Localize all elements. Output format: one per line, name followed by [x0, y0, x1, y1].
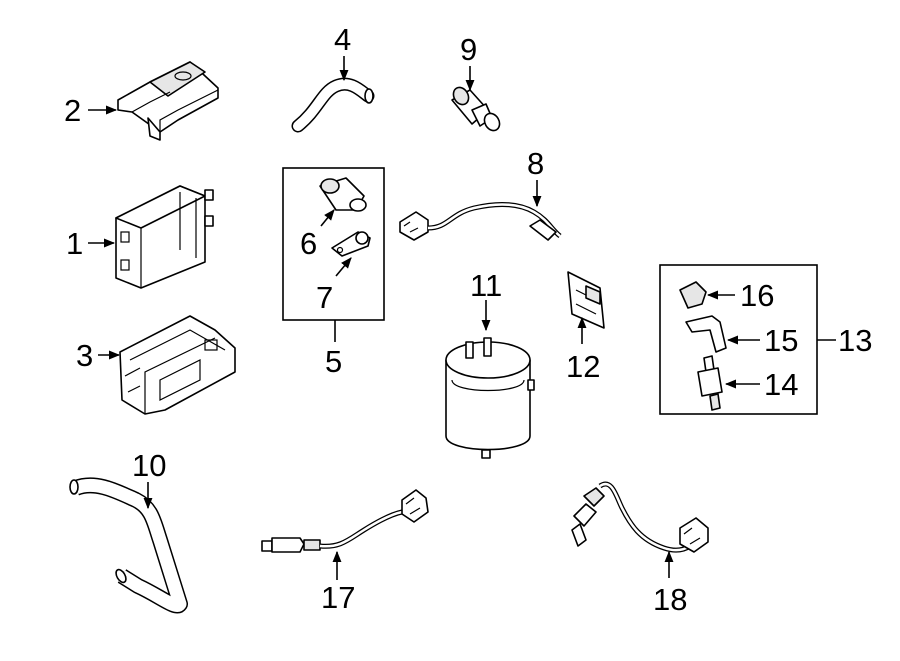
callout-7: 7 [316, 280, 333, 315]
part-12-bracket [567, 271, 605, 329]
part-3-tray [119, 315, 236, 415]
part-2-bracket [117, 61, 219, 141]
callout-16: 16 [740, 278, 774, 313]
callout-1: 1 [66, 226, 83, 261]
callout-15: 15 [764, 323, 798, 358]
callout-4: 4 [334, 22, 351, 57]
callout-11: 11 [470, 268, 502, 303]
part-16-cap [679, 281, 707, 309]
callout-10: 10 [132, 448, 166, 483]
part-15-clip [685, 315, 727, 353]
callout-14: 14 [764, 367, 798, 402]
callout-3: 3 [76, 338, 93, 373]
callout-18: 18 [653, 582, 687, 617]
part-7-bracket [331, 231, 371, 257]
part-6-sensor [319, 177, 367, 212]
part-1-canister [115, 185, 214, 289]
callout-2: 2 [64, 93, 81, 128]
part-4-hose [291, 77, 375, 133]
callout-5: 5 [325, 344, 342, 379]
part-11-canister [445, 337, 535, 459]
callout-17: 17 [321, 580, 355, 615]
part-8-sensor-cable [399, 202, 562, 241]
callout-8: 8 [527, 146, 544, 181]
group-box-5 [282, 167, 385, 321]
part-18-oxygen-sensor [571, 481, 709, 553]
callout-6: 6 [300, 226, 317, 261]
part-10-tube [69, 477, 188, 614]
part-17-oxygen-sensor [261, 489, 429, 553]
callout-9: 9 [460, 32, 477, 67]
leader-6 [320, 209, 335, 227]
part-14-valve [697, 355, 723, 411]
part-9-valve [451, 86, 501, 132]
leader-7 [335, 257, 352, 277]
callout-12: 12 [566, 349, 600, 384]
callout-13: 13 [838, 323, 872, 358]
